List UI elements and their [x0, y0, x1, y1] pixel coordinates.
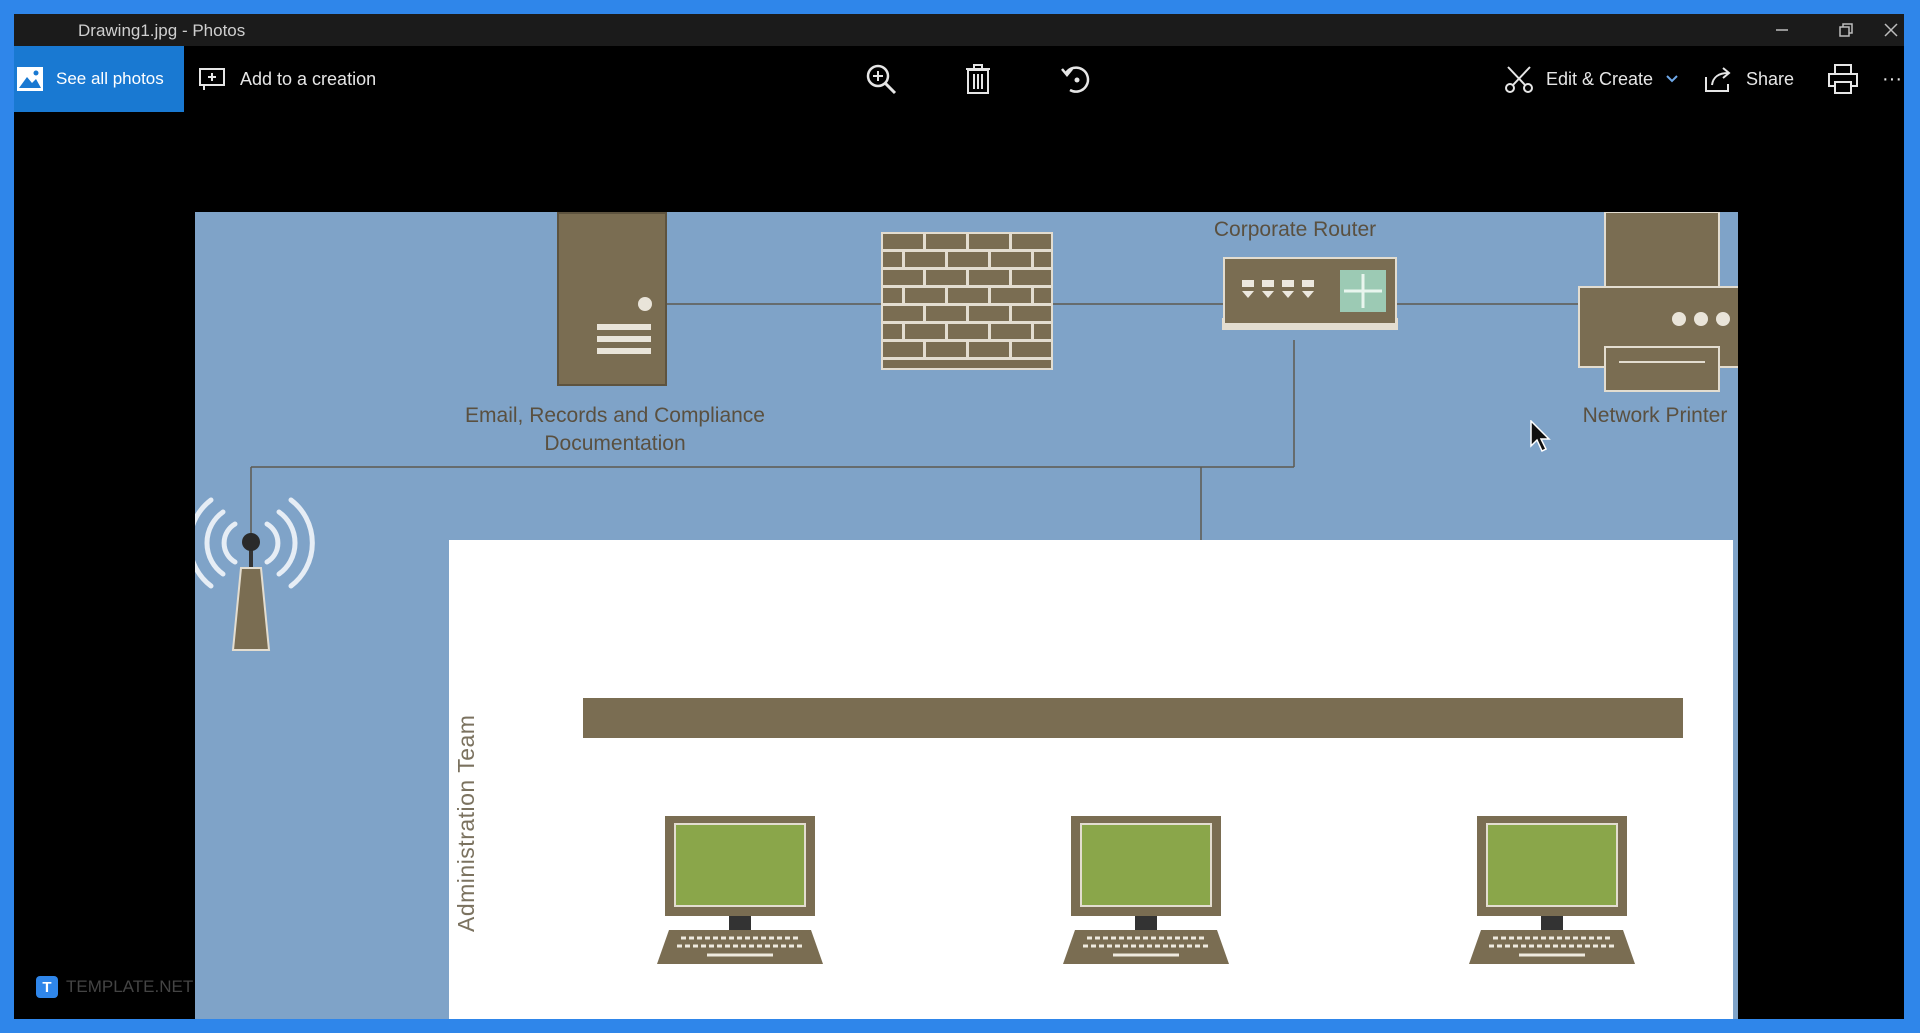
share-button[interactable]: Share [1704, 46, 1794, 112]
printer-icon [1578, 212, 1738, 392]
window-title: Drawing1.jpg - Photos [78, 21, 246, 40]
more-options-button[interactable]: ··· [1882, 67, 1902, 90]
computer-3-icon [1469, 816, 1635, 964]
rotate-icon [1061, 66, 1090, 93]
see-all-photos-button[interactable]: See all photos [14, 46, 184, 112]
photos-window: Drawing1.jpg - Photos See all photos [14, 14, 1904, 1019]
add-to-creation-button[interactable]: Add to a creation [198, 46, 376, 112]
delete-icon [966, 64, 990, 94]
edit-create-button[interactable]: Edit & Create [1504, 46, 1679, 112]
mouse-cursor-icon [1530, 420, 1551, 453]
server-label-line1: Email, Records and Compliance [465, 404, 765, 427]
edit-create-icon [1505, 66, 1533, 93]
zoom-in-icon [866, 64, 897, 95]
router-label: Corporate Router [1213, 218, 1377, 241]
router-icon [1222, 257, 1398, 330]
photos-icon [17, 67, 43, 91]
chevron-down-icon [1666, 75, 1678, 83]
minimize-button[interactable] [1750, 14, 1814, 46]
share-label: Share [1746, 68, 1795, 89]
share-icon [1705, 67, 1731, 92]
restore-icon [1839, 23, 1853, 37]
print-button[interactable] [1815, 46, 1871, 112]
computer-1-icon [657, 816, 823, 964]
close-button[interactable] [1878, 14, 1904, 46]
close-icon [1884, 23, 1898, 37]
see-all-photos-label: See all photos [56, 69, 164, 88]
team-label: Administration Team [453, 714, 479, 932]
server-label-line2: Documentation [544, 432, 686, 455]
print-icon [1828, 64, 1858, 94]
zoom-in-button[interactable] [853, 46, 909, 112]
watermark-logo: T [36, 976, 58, 998]
network-switch-bar [583, 698, 1683, 738]
watermark: T TEMPLATE.NET [36, 976, 193, 998]
computer-2-icon [1063, 816, 1229, 964]
delete-button[interactable] [950, 46, 1006, 112]
wireless-antenna-icon [195, 497, 315, 651]
diagram-image: Email, Records and Compliance Documentat… [195, 212, 1738, 1019]
restore-button[interactable] [1814, 14, 1878, 46]
watermark-text: TEMPLATE.NET [66, 977, 194, 996]
printer-label: Network Printer [1582, 404, 1728, 427]
firewall-icon [881, 232, 1053, 370]
edit-create-label: Edit & Create [1546, 68, 1654, 89]
server-icon [557, 212, 667, 386]
rotate-button[interactable] [1048, 46, 1104, 112]
minimize-icon [1776, 29, 1788, 31]
toolbar: See all photos Add to a creation [14, 46, 1904, 112]
server-label: Email, Records and Compliance Documentat… [425, 402, 805, 458]
add-creation-icon [199, 68, 225, 90]
add-to-creation-label: Add to a creation [240, 68, 377, 89]
title-bar: Drawing1.jpg - Photos [14, 14, 1904, 46]
